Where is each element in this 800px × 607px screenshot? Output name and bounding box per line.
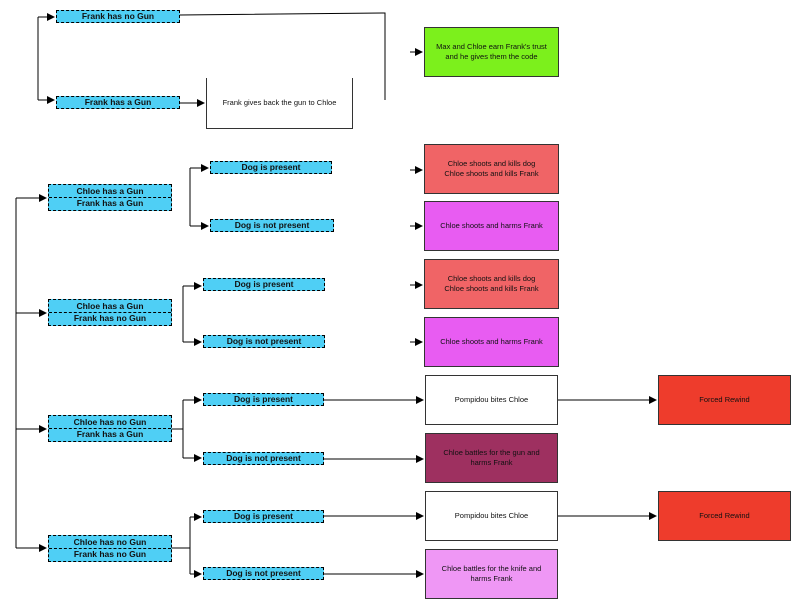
outcome-label: Pompidou bites Chloe xyxy=(454,511,529,520)
outcome-harms-2[interactable]: Chloe shoots and harms Frank xyxy=(424,317,559,367)
condition-frank-gun[interactable]: Frank has a Gun xyxy=(56,96,180,109)
condition-label: Dog is present xyxy=(234,279,294,289)
condition-label: Dog is not present xyxy=(226,568,301,578)
outcome-label: Chloe battles for the knife and harms Fr… xyxy=(441,564,542,583)
condition-label-chloe: Chloe has a Gun xyxy=(76,301,144,311)
condition-dog-present-2[interactable]: Dog is present xyxy=(203,278,325,291)
condition-chloe-gun-frank-gun[interactable]: Chloe has a Gun Frank has a Gun xyxy=(48,184,172,211)
outcome-earn-trust[interactable]: Max and Chloe earn Frank's trust and he … xyxy=(424,27,559,77)
condition-label-frank: Frank has no Gun xyxy=(49,548,171,560)
condition-label: Dog is present xyxy=(233,511,294,521)
connector-frank-no-gun-to-right xyxy=(179,12,386,100)
condition-label-chloe: Chloe has no Gun xyxy=(73,537,147,547)
outcome-battle-knife[interactable]: Chloe battles for the knife and harms Fr… xyxy=(425,549,558,599)
condition-label-frank: Frank has no Gun xyxy=(49,312,171,324)
condition-frank-no-gun[interactable]: Frank has no Gun xyxy=(56,10,180,23)
condition-dog-not-present-2[interactable]: Dog is not present xyxy=(203,335,325,348)
condition-chloe-no-gun-frank-gun[interactable]: Chloe has no Gun Frank has a Gun xyxy=(48,415,172,442)
outcome-battle-gun[interactable]: Chloe battles for the gun and harms Fran… xyxy=(425,433,558,483)
condition-label: Dog is not present xyxy=(234,220,310,230)
condition-dog-present-3[interactable]: Dog is present xyxy=(203,393,324,406)
outcome-label: Chloe shoots and harms Frank xyxy=(440,221,543,230)
condition-dog-not-present-1[interactable]: Dog is not present xyxy=(210,219,334,232)
outcome-forced-rewind-1[interactable]: Forced Rewind xyxy=(658,375,791,425)
outcome-pompidou-2[interactable]: Pompidou bites Chloe xyxy=(425,491,558,541)
condition-label: Frank has a Gun xyxy=(84,97,152,107)
outcome-label-line2: Chloe shoots and kills Frank xyxy=(444,169,539,178)
outcome-label: Max and Chloe earn Frank's trust and he … xyxy=(436,42,547,61)
outcome-harms-1[interactable]: Chloe shoots and harms Frank xyxy=(424,201,559,251)
outcome-gives-back[interactable]: Frank gives back the gun to Chloe xyxy=(206,78,353,129)
outcome-label: Chloe battles for the gun and harms Fran… xyxy=(443,448,540,467)
condition-dog-not-present-3[interactable]: Dog is not present xyxy=(203,452,324,465)
outcome-label: Frank gives back the gun to Chloe xyxy=(222,98,337,107)
outcome-kills-1[interactable]: Chloe shoots and kills dog Chloe shoots … xyxy=(424,144,559,194)
condition-dog-not-present-4[interactable]: Dog is not present xyxy=(203,567,324,580)
outcome-label: Forced Rewind xyxy=(699,511,750,520)
condition-label-frank: Frank has a Gun xyxy=(49,197,171,209)
outcome-label: Pompidou bites Chloe xyxy=(454,395,529,404)
condition-label: Dog is present xyxy=(233,394,294,404)
outcome-kills-2[interactable]: Chloe shoots and kills dog Chloe shoots … xyxy=(424,259,559,309)
outcome-label-line1: Chloe shoots and kills dog xyxy=(447,159,536,168)
outcome-label-line2: Chloe shoots and kills Frank xyxy=(444,284,539,293)
outcome-label: Chloe shoots and harms Frank xyxy=(440,337,543,346)
condition-label-chloe: Chloe has a Gun xyxy=(76,186,144,196)
condition-label-frank: Frank has a Gun xyxy=(49,428,171,440)
condition-label: Dog is not present xyxy=(226,453,301,463)
outcome-label-line1: Chloe shoots and kills dog xyxy=(447,274,536,283)
condition-dog-present-4[interactable]: Dog is present xyxy=(203,510,324,523)
outcome-label: Forced Rewind xyxy=(699,395,750,404)
condition-label: Dog is not present xyxy=(226,336,302,346)
condition-chloe-gun-frank-no-gun[interactable]: Chloe has a Gun Frank has no Gun xyxy=(48,299,172,326)
condition-label: Frank has no Gun xyxy=(81,11,155,21)
condition-chloe-no-gun-frank-no-gun[interactable]: Chloe has no Gun Frank has no Gun xyxy=(48,535,172,562)
outcome-pompidou-1[interactable]: Pompidou bites Chloe xyxy=(425,375,558,425)
condition-dog-present-1[interactable]: Dog is present xyxy=(210,161,332,174)
condition-label: Dog is present xyxy=(241,162,301,172)
condition-label-chloe: Chloe has no Gun xyxy=(73,417,147,427)
outcome-forced-rewind-2[interactable]: Forced Rewind xyxy=(658,491,791,541)
